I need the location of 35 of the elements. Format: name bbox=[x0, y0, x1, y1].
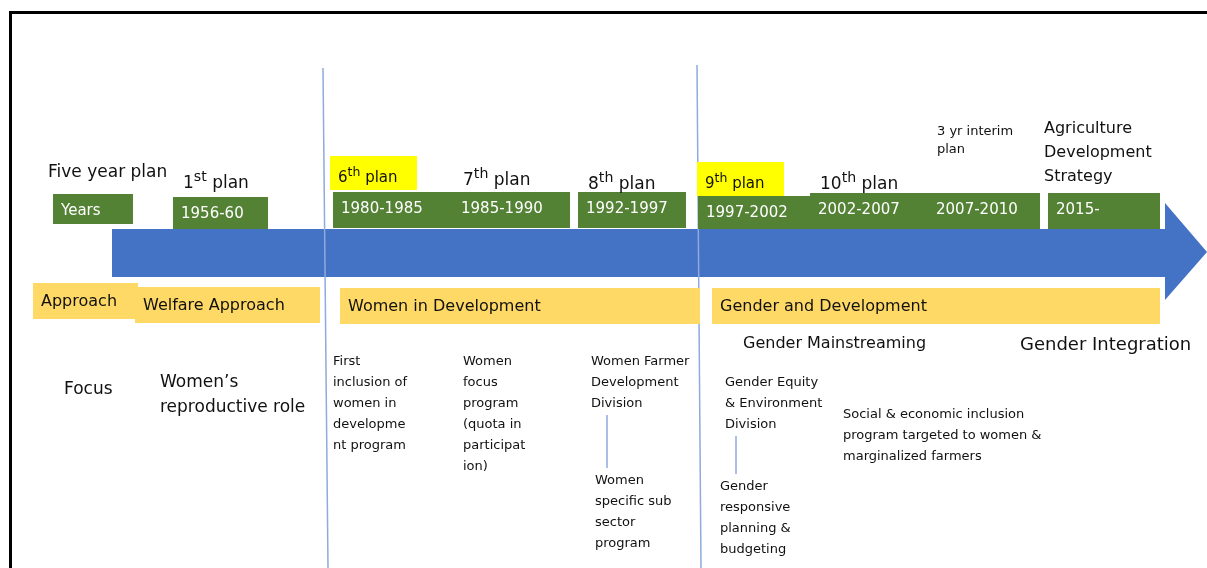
year-box: Years bbox=[53, 194, 133, 224]
note-text: First inclusion of women in developme nt program bbox=[333, 352, 409, 454]
approach-band: Women in Development bbox=[340, 288, 700, 324]
year-box: 1997-2002 bbox=[698, 196, 810, 229]
label-text: 1$^{st}$ plan bbox=[183, 167, 250, 193]
year-box: 1980-1985 bbox=[333, 192, 453, 228]
note-text: Social & economic inclusion program targeted to women & marginalized farmers bbox=[843, 405, 1043, 465]
note-text: Gender Equity & Environment Division bbox=[725, 371, 823, 434]
approach-band: Welfare Approach bbox=[135, 287, 320, 323]
note-text: Women Farmer Development Division bbox=[591, 350, 691, 413]
label-text: 3 yr interim plan bbox=[937, 122, 1015, 158]
note-text: Women specific sub sector program bbox=[595, 469, 687, 553]
label-text: Gender Integration bbox=[1020, 332, 1193, 356]
label-text: 7$^{th}$ plan bbox=[463, 164, 532, 190]
connector-line bbox=[606, 414, 608, 469]
label-text: 10$^{th}$ plan bbox=[820, 168, 900, 194]
year-box: 2002-2007 bbox=[810, 193, 928, 229]
year-box: 1992-1997 bbox=[578, 192, 686, 228]
label-text: 8$^{th}$ plan bbox=[588, 168, 657, 194]
approach-band: Gender and Development bbox=[712, 288, 1160, 324]
year-box: 1956-60 bbox=[173, 197, 268, 229]
label-text: Focus bbox=[64, 377, 114, 399]
year-box: 2007-2010 bbox=[928, 193, 1040, 229]
approach-band: Approach bbox=[33, 283, 138, 319]
plan-highlight: 9$^{th}$ plan bbox=[697, 162, 784, 196]
year-box: 1985-1990 bbox=[453, 192, 570, 228]
plan-highlight: 6$^{th}$ plan bbox=[330, 156, 417, 190]
note-text: Gender responsive planning & budgeting bbox=[720, 475, 812, 559]
label-text: Women’s reproductive role bbox=[160, 370, 307, 418]
note-text: Women focus program (quota in participat ion) bbox=[463, 352, 527, 475]
label-text: Gender Mainstreaming bbox=[743, 332, 928, 354]
year-box: 2015- bbox=[1048, 193, 1160, 229]
label-text: Five year plan bbox=[48, 160, 169, 182]
connector-line bbox=[735, 435, 737, 475]
label-text: Agriculture Development Strategy bbox=[1044, 117, 1153, 187]
